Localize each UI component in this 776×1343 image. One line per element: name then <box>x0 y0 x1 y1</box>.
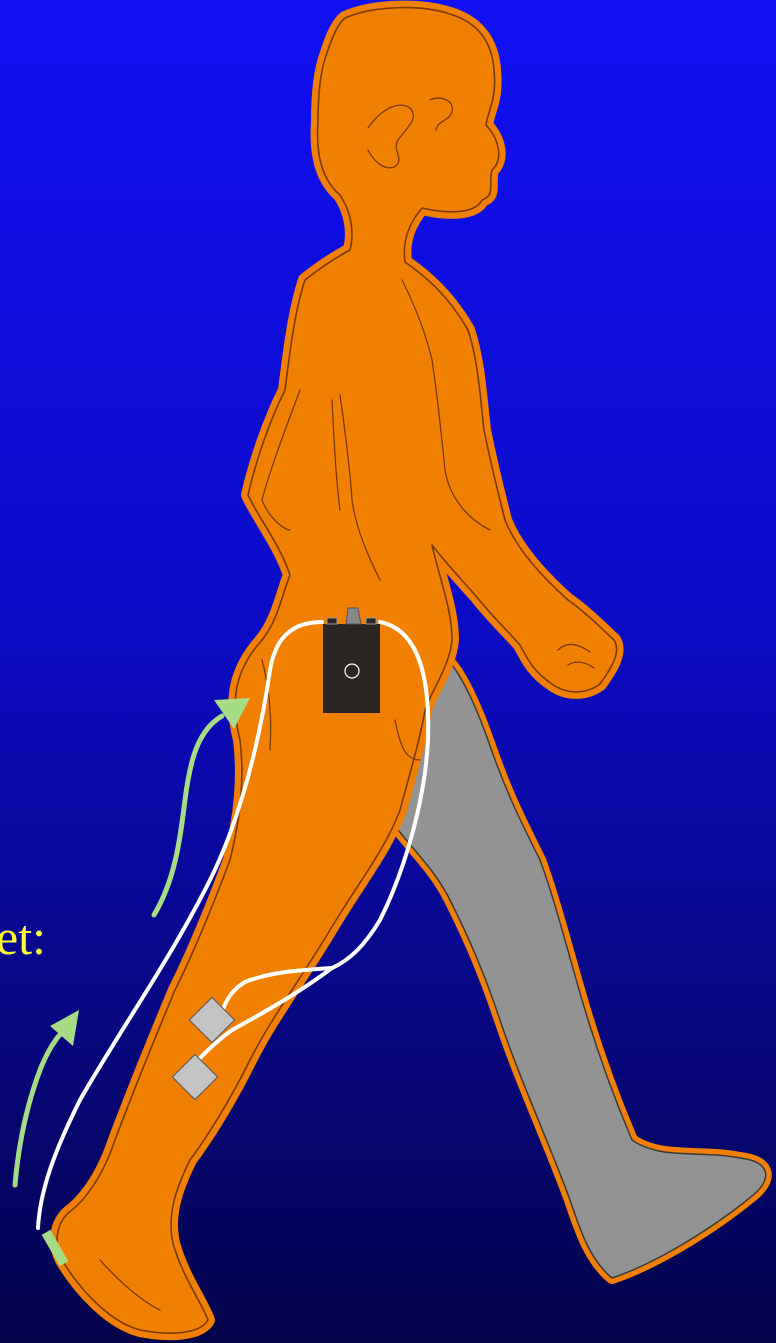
back-leg <box>381 657 766 1278</box>
thigh-arrow-shaft <box>154 716 222 915</box>
slide-caption: et: <box>0 912 46 962</box>
shin-arrow-shaft <box>15 1032 62 1185</box>
stimulator-icon <box>323 608 380 713</box>
